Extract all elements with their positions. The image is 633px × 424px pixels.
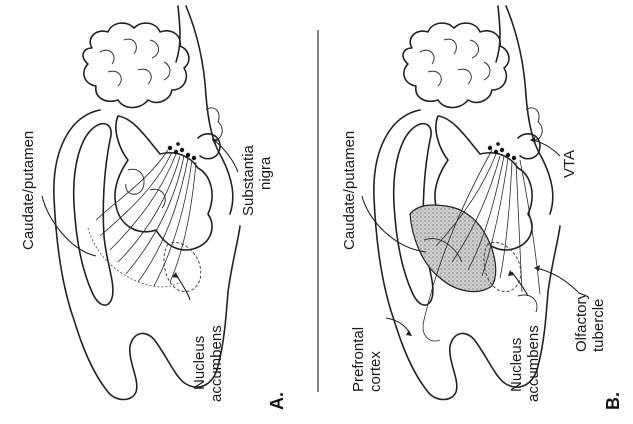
cerebellum-b — [403, 23, 509, 107]
label-substantia-nigra-a-2: nigra — [257, 156, 274, 190]
panel-letter-b: B. — [603, 392, 623, 410]
panel-letter-a: A. — [267, 392, 287, 410]
nigral-cell-bodies-a — [168, 142, 196, 160]
panel-b: Caudate/putamen Prefrontal cortex Nucleu… — [341, 6, 623, 410]
label-substantia-nigra-a-1: Substantia — [240, 144, 257, 216]
label-olfactory-tubercle-b-1: Olfactory — [573, 291, 590, 352]
vta-cell-bodies-b — [488, 142, 516, 160]
brainstem-a — [176, 6, 233, 214]
nigrostriatal-fibers-a — [96, 150, 196, 286]
panel-a: Caudate/putamen Nucleus accumbens Substa… — [20, 6, 287, 410]
label-nucleus-accumbens-b-1: Nucleus — [508, 338, 525, 392]
label-prefrontal-cortex-b-1: Prefrontal — [350, 327, 367, 392]
label-nucleus-accumbens-b-2: accumbens — [525, 325, 542, 402]
label-nucleus-accumbens-a-1: Nucleus — [191, 336, 208, 390]
label-caudate-putamen-b: Caudate/putamen — [341, 131, 358, 250]
label-olfactory-tubercle-b-2: tubercle — [590, 299, 607, 352]
label-caudate-putamen-a: Caudate/putamen — [20, 131, 37, 250]
label-nucleus-accumbens-a-2: accumbens — [208, 325, 225, 402]
cerebellum-a — [83, 23, 189, 107]
label-prefrontal-cortex-b-2: cortex — [367, 351, 384, 392]
label-vta-b: VTA — [561, 150, 578, 178]
